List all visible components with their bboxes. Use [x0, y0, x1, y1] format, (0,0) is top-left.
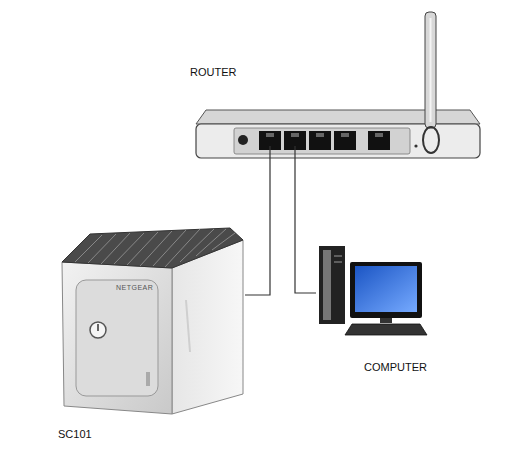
cable-stub — [269, 146, 270, 158]
sc101-side-emboss — [186, 300, 190, 352]
router-port-panel — [234, 128, 410, 154]
port-notch — [341, 133, 349, 137]
router-front — [196, 124, 480, 158]
brand-mark: NETGEAR — [116, 284, 153, 292]
lan-port — [309, 131, 331, 150]
monitor-stand — [380, 318, 392, 323]
network-cable — [245, 158, 270, 295]
port-notch — [266, 133, 274, 137]
cable-stub — [294, 146, 295, 158]
router-illustration — [196, 12, 480, 158]
sc101-illustration — [62, 228, 243, 414]
drive-bay — [334, 256, 342, 257]
port-notch — [316, 133, 324, 137]
power-button — [238, 135, 248, 145]
device-label: SC101 — [58, 428, 92, 441]
computer-illustration — [319, 246, 427, 335]
reset-hole — [414, 144, 417, 147]
port-notch — [375, 133, 383, 137]
power-symbol — [97, 324, 99, 331]
drive-bay — [334, 262, 342, 263]
sc101-side — [172, 240, 243, 414]
antenna-highlight — [430, 18, 432, 122]
router-top — [196, 110, 480, 124]
sc101-led — [146, 372, 150, 386]
router-device: ROUTER — [188, 58, 483, 158]
antenna-base — [423, 127, 439, 153]
sc101-top — [62, 228, 243, 268]
tower — [319, 246, 345, 324]
sc101-front — [62, 262, 172, 414]
computer-device: COMPUTER — [316, 243, 442, 376]
device-label: ROUTER — [190, 66, 236, 79]
antenna — [425, 12, 436, 128]
sc101-vent — [75, 229, 235, 267]
screen — [355, 266, 417, 312]
wan-port — [368, 131, 390, 150]
monitor — [350, 262, 422, 318]
sc101-front-panel — [76, 280, 158, 396]
power-button — [90, 322, 106, 338]
device-label: COMPUTER — [364, 361, 427, 374]
port-notch — [291, 133, 299, 137]
network-cable — [295, 158, 316, 293]
storage-device: SC101 — [55, 226, 245, 448]
tower-front — [323, 250, 331, 320]
keyboard — [345, 324, 427, 335]
lan-port — [334, 131, 356, 150]
